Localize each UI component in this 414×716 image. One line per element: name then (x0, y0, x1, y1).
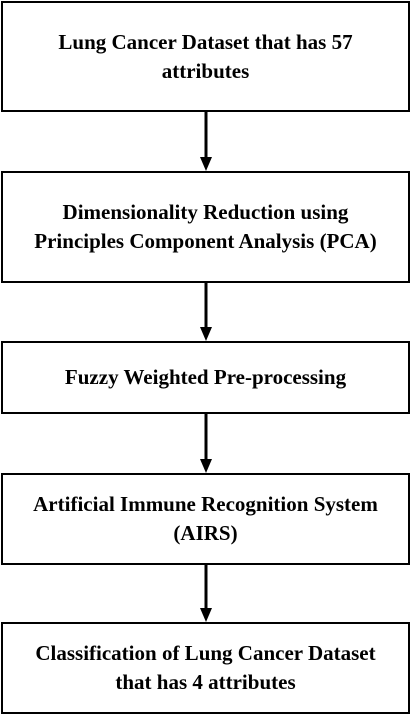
flow-step-label: Artificial Immune Recognition System (AI… (33, 492, 378, 545)
flow-step-label: Dimensionality Reduction using Principle… (34, 200, 377, 253)
flow-step-label: Fuzzy Weighted Pre-processing (64, 365, 347, 389)
arrow-head (200, 608, 212, 622)
flow-arrow-3-to-4 (196, 414, 216, 473)
flow-step-label: Lung Cancer Dataset that has 57 attribut… (58, 29, 353, 83)
flow-step-fuzzy-preprocessing: Fuzzy Weighted Pre-processing (1, 341, 410, 414)
arrow-head (200, 157, 212, 171)
flow-step-classification-4-attributes: Classification of Lung Cancer Dataset th… (1, 622, 410, 714)
flow-arrow-1-to-2 (196, 112, 216, 171)
flow-step-label: Classification of Lung Cancer Dataset th… (35, 641, 376, 694)
flow-arrow-2-to-3 (196, 283, 216, 341)
flow-step-dataset-57-attributes: Lung Cancer Dataset that has 57 attribut… (1, 1, 410, 112)
flow-step-pca-reduction: Dimensionality Reduction using Principle… (1, 171, 410, 283)
arrow-svg (200, 565, 212, 622)
arrow-svg (200, 283, 212, 341)
arrow-head (200, 327, 212, 341)
arrow-svg (200, 112, 212, 171)
arrow-head (200, 459, 212, 473)
flow-step-airs: Artificial Immune Recognition System (AI… (1, 473, 410, 565)
flow-arrow-4-to-5 (196, 565, 216, 622)
arrow-svg (200, 414, 212, 473)
